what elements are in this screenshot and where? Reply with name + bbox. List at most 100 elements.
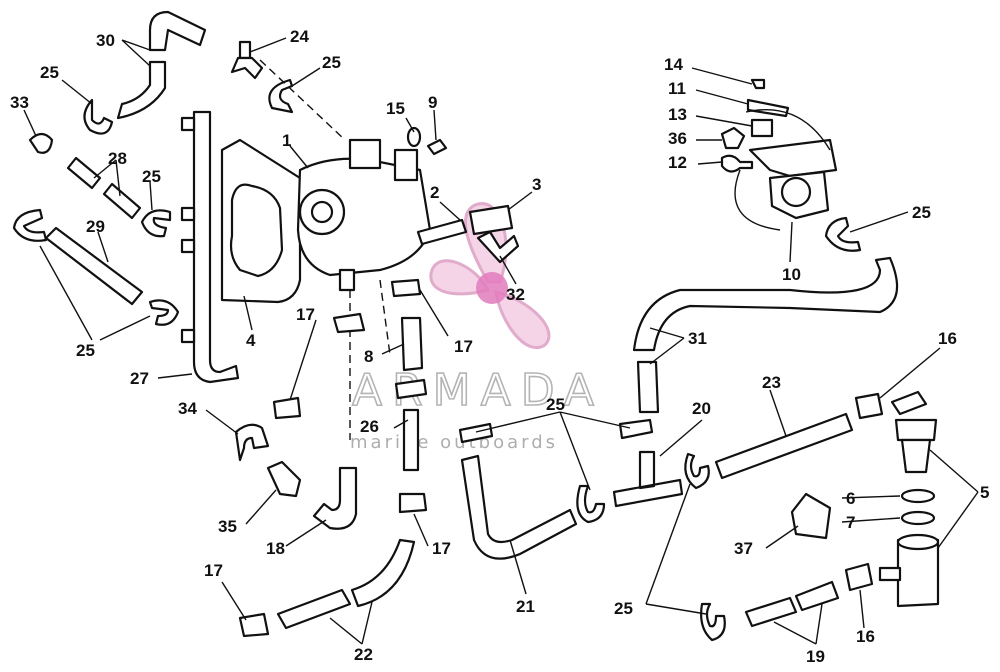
part-clamp-16-b xyxy=(844,562,874,592)
callout-13: 13 xyxy=(668,105,687,124)
callout-25: 25 xyxy=(322,53,341,72)
callout-29: 29 xyxy=(86,217,105,236)
part-hose-29 xyxy=(44,226,144,306)
part-clamp-25-tee xyxy=(684,452,710,490)
part-nut-36 xyxy=(720,126,746,150)
part-elbow-34 xyxy=(234,423,270,462)
part-hose-21 xyxy=(460,454,578,560)
callout-labels: 30 24 25 25 33 28 25 29 25 27 4 1 15 9 2… xyxy=(10,27,989,666)
part-bracket-37 xyxy=(790,492,832,540)
part-hose-30 xyxy=(116,10,207,120)
callout-16: 16 xyxy=(856,627,875,646)
callout-11: 11 xyxy=(668,79,686,98)
callout-17: 17 xyxy=(204,561,223,580)
part-clip-32 xyxy=(476,230,520,264)
callout-17: 17 xyxy=(454,337,473,356)
callout-24: 24 xyxy=(290,27,309,46)
callout-28: 28 xyxy=(108,149,127,168)
part-filter-26 xyxy=(394,378,428,514)
callout-17: 17 xyxy=(296,305,315,324)
callout-25: 25 xyxy=(546,395,565,414)
part-manifold-27 xyxy=(180,110,240,384)
callout-25: 25 xyxy=(142,167,161,186)
callout-18: 18 xyxy=(266,539,285,558)
part-washer-11 xyxy=(746,98,790,118)
part-oring-7 xyxy=(900,510,936,526)
part-gasket-4 xyxy=(220,138,302,304)
part-clamp-25-bottom xyxy=(700,602,726,642)
dash-guide-1 xyxy=(259,59,346,141)
part-electric-pump-10 xyxy=(734,108,838,231)
callout-22: 22 xyxy=(354,645,373,664)
part-clamp-16-a xyxy=(854,392,884,420)
part-hose-22 xyxy=(276,588,352,630)
part-clamp-25-top xyxy=(268,78,294,114)
callout-4: 4 xyxy=(246,331,256,350)
part-sleeve-8 xyxy=(400,316,424,372)
callout-15: 15 xyxy=(386,99,405,118)
part-hose-19-a xyxy=(744,596,798,628)
part-hose-23 xyxy=(714,412,854,480)
part-clamp-25-lower xyxy=(148,299,180,326)
part-hose-31-lower xyxy=(636,360,660,414)
part-fuel-pump-1 xyxy=(296,138,432,292)
part-screw-9 xyxy=(426,138,448,156)
callout-19: 19 xyxy=(806,647,825,666)
callout-35: 35 xyxy=(218,517,237,536)
part-clamp-17-b xyxy=(390,278,422,298)
callout-3: 3 xyxy=(532,175,541,194)
part-filter-bowl-5 xyxy=(878,533,940,608)
callout-31: 31 xyxy=(688,329,707,348)
part-clamp-25-center-a xyxy=(458,422,494,444)
part-clamp-17-d xyxy=(238,612,270,638)
callout-33: 33 xyxy=(10,93,29,112)
part-hose-22-b xyxy=(350,538,416,608)
callout-7: 7 xyxy=(846,513,855,532)
part-clamp-25-left xyxy=(12,208,48,242)
leader-lines xyxy=(23,37,979,645)
part-nut-13 xyxy=(750,118,774,138)
part-hose-31 xyxy=(632,256,899,352)
part-filter-5 xyxy=(890,390,938,474)
part-clamp-17-c xyxy=(272,396,302,420)
part-hose-18 xyxy=(312,466,358,530)
callout-25: 25 xyxy=(40,63,59,82)
callout-36: 36 xyxy=(668,129,687,148)
part-clip-24 xyxy=(230,40,264,80)
callout-8: 8 xyxy=(364,347,373,366)
callout-25: 25 xyxy=(912,203,931,222)
callout-30: 30 xyxy=(96,31,115,50)
callout-2: 2 xyxy=(430,183,439,202)
part-terminal-12 xyxy=(720,154,754,173)
callout-9: 9 xyxy=(428,93,437,112)
part-screw-14 xyxy=(750,78,766,90)
part-fitting-2 xyxy=(416,218,468,246)
callout-26: 26 xyxy=(360,417,379,436)
part-clamp-25-small xyxy=(83,98,114,135)
part-tee-20 xyxy=(612,450,684,508)
callout-32: 32 xyxy=(506,285,525,304)
part-clamp-25-right xyxy=(824,216,862,252)
part-washer-15 xyxy=(406,126,422,148)
callout-14: 14 xyxy=(664,55,683,74)
part-check-valve-35 xyxy=(266,460,302,498)
part-connector-3 xyxy=(468,204,514,236)
part-clamp-25-center-b xyxy=(618,418,654,440)
callout-25: 25 xyxy=(614,599,633,618)
callout-21: 21 xyxy=(516,597,535,616)
callout-17: 17 xyxy=(432,539,451,558)
callout-16: 16 xyxy=(938,329,957,348)
part-clip-33 xyxy=(28,132,54,154)
callout-37: 37 xyxy=(734,539,753,558)
part-hose-19-b xyxy=(794,580,840,612)
watermark-tagline: marine outboards xyxy=(350,432,558,453)
callout-6: 6 xyxy=(846,489,855,508)
part-clamp-17-a xyxy=(332,312,366,334)
callout-27: 27 xyxy=(130,369,149,388)
callout-5: 5 xyxy=(980,483,989,502)
part-clamp-25-mid xyxy=(140,209,172,238)
callout-25: 25 xyxy=(76,341,95,360)
callout-12: 12 xyxy=(668,153,687,172)
part-tubes-28 xyxy=(66,156,142,220)
